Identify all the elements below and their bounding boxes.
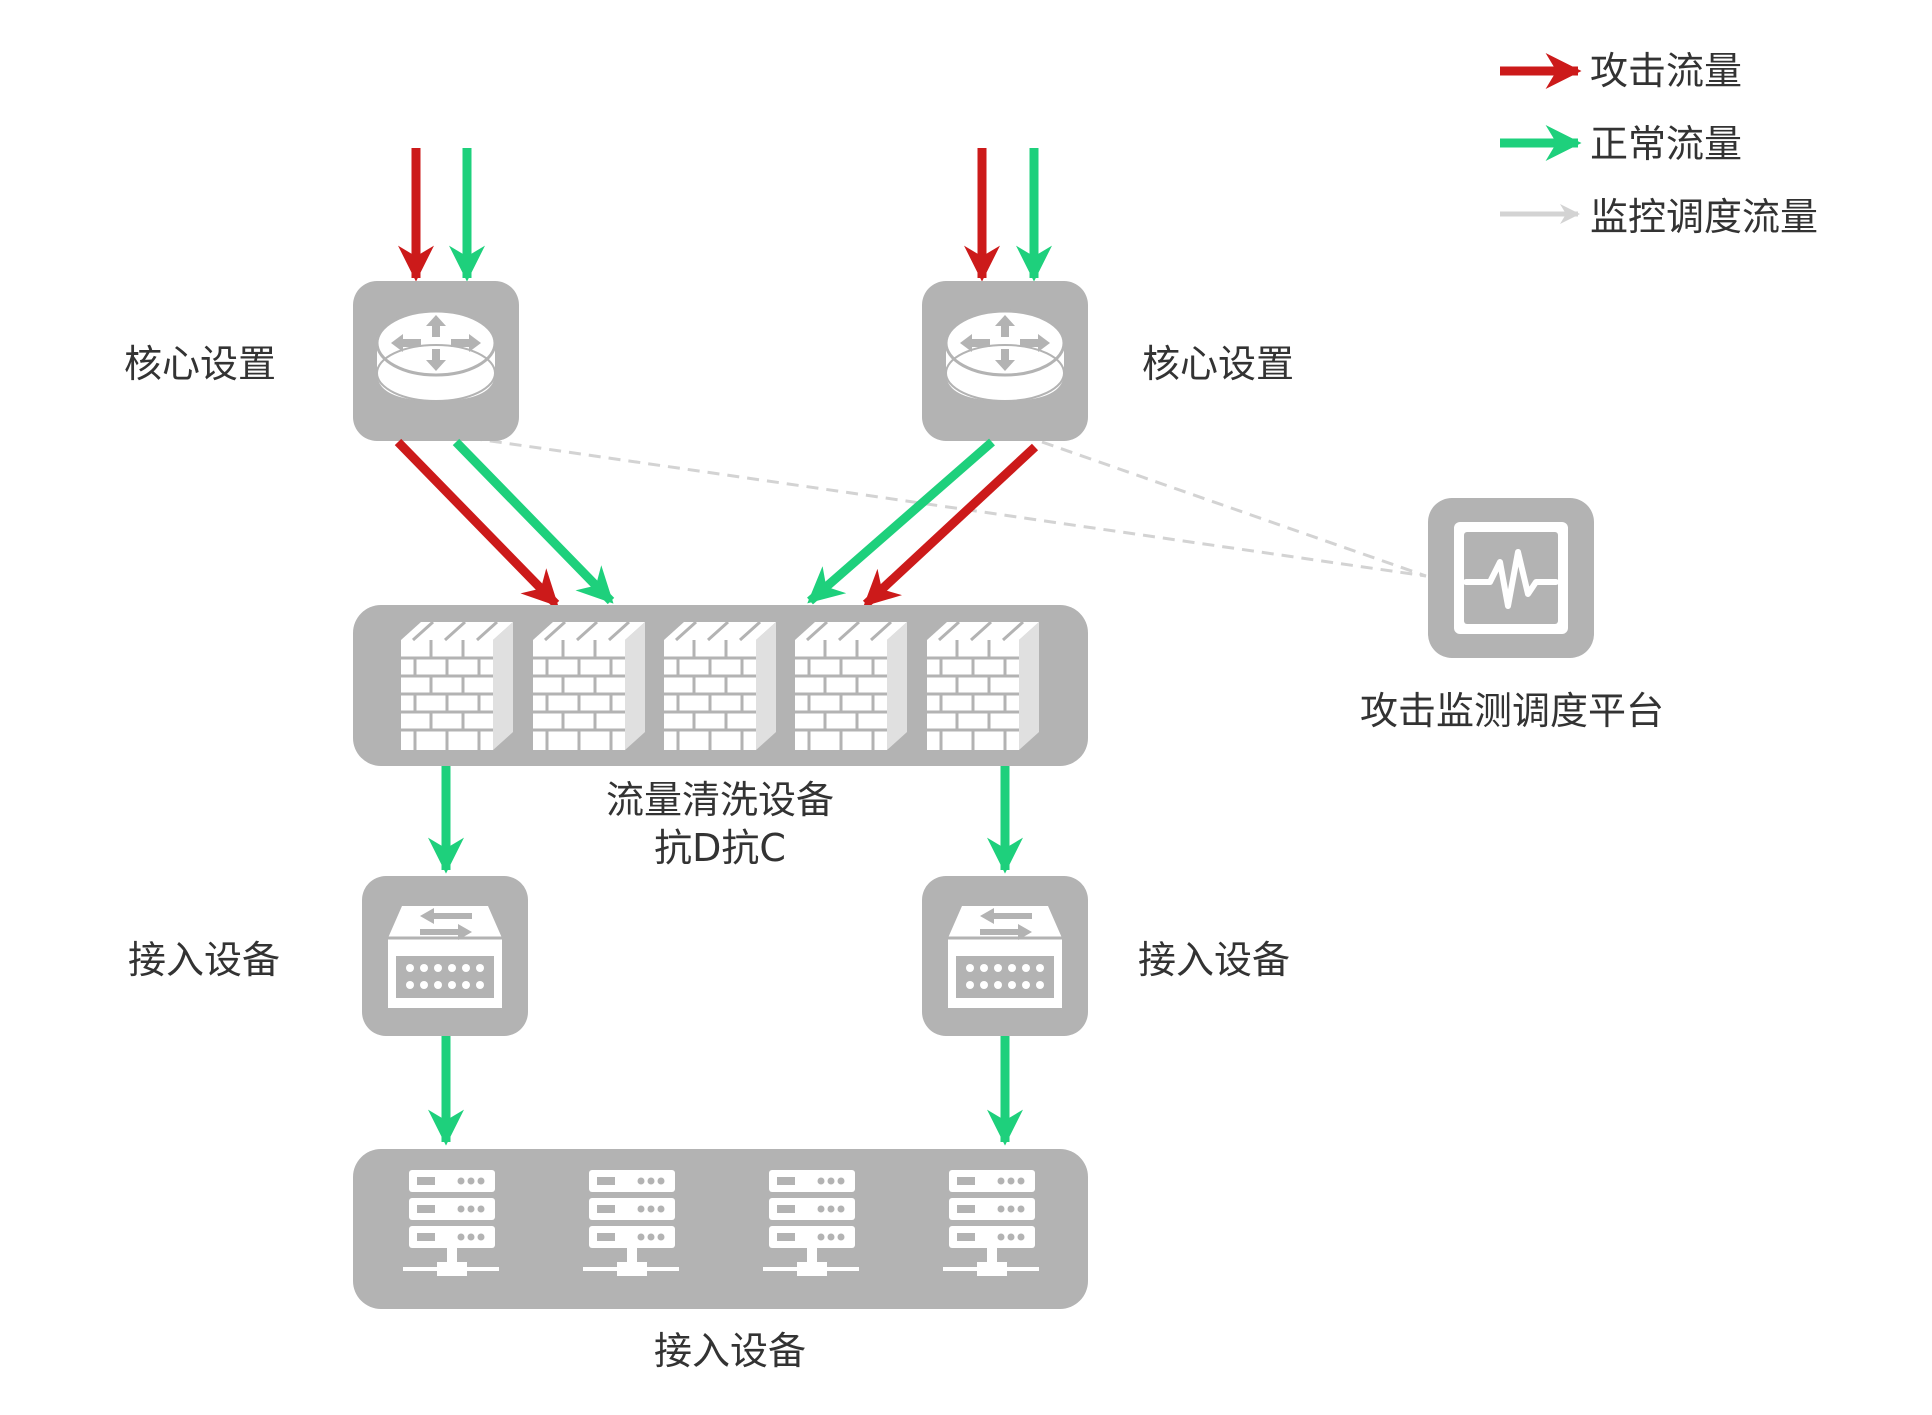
firewall-icon: [795, 622, 907, 750]
server-bank-box: [353, 1149, 1088, 1309]
access-to-servers-traffic: [428, 1036, 1023, 1146]
monitor-platform-label: 攻击监测调度平台: [1360, 689, 1664, 733]
incoming-traffic: [398, 148, 1052, 282]
firewall-icon: [401, 622, 513, 750]
switch-icon-right: [922, 876, 1088, 1036]
access-left-label: 接入设备: [128, 938, 280, 982]
monitor-icon: [1428, 498, 1594, 658]
monitor-links: [469, 436, 1427, 578]
attack-core-left-to-cleaning: [394, 438, 560, 608]
core-to-cleaning-traffic: [394, 438, 1039, 608]
cleaning-label-line1: 流量清洗设备: [606, 778, 834, 822]
normal-core-right-to-cleaning: [807, 438, 995, 605]
cleaning-to-access-traffic: [428, 766, 1023, 874]
legend-monitor-label: 监控调度流量: [1590, 195, 1818, 239]
monitor-link-right: [1041, 440, 1427, 578]
cleaning-label-line2: 抗D抗C: [654, 826, 786, 870]
firewall-icon: [664, 622, 776, 750]
legend: 攻击流量 正常流量 监控调度流量: [1500, 49, 1818, 239]
legend-normal-label: 正常流量: [1590, 122, 1742, 166]
server-bank: [353, 1149, 1088, 1309]
router-icon-right: [922, 281, 1088, 441]
router-icon-left: [353, 281, 519, 441]
monitor-link-left: [469, 436, 1427, 578]
servers-label: 接入设备: [654, 1329, 806, 1373]
legend-attack-label: 攻击流量: [1590, 49, 1742, 93]
core-right-label: 核心设置: [1142, 342, 1294, 386]
normal-core-left-to-cleaning: [452, 438, 615, 605]
access-right-label: 接入设备: [1138, 938, 1290, 982]
firewall-icon: [927, 622, 1039, 750]
firewall-icon: [533, 622, 645, 750]
attack-core-right-to-cleaning: [862, 443, 1039, 608]
switch-icon-left: [362, 876, 528, 1036]
cleaning-device: [353, 605, 1088, 766]
core-left-label: 核心设置: [124, 342, 276, 386]
